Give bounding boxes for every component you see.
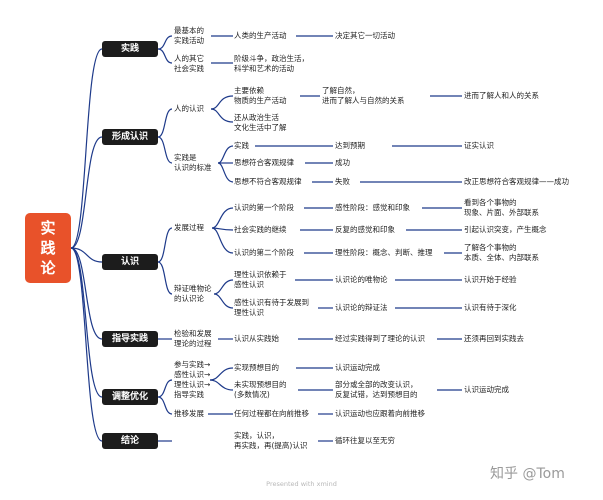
formation-also: 还从政治生活文化生活中了解 [234, 113, 287, 132]
adjust-any: 任何过程都在向前推移 [234, 409, 309, 418]
formation-reach: 达到预期 [335, 141, 365, 150]
cognition-social: 社会实践的继续 [234, 225, 287, 234]
section-guide[interactable]: 指导实践 [102, 331, 158, 347]
practice-other-label: 人的其它社会实践 [174, 54, 204, 73]
cognition-dialectics: 认识论的辩证法 [335, 303, 388, 312]
cognition-rational-know: 了解各个事物的本质、全体、内部联系 [464, 243, 539, 262]
cognition-rational: 理性阶段：概念、判断、推理 [335, 248, 433, 257]
cognition-materialism: 认识论的唯物论 [335, 275, 388, 284]
cognition-to-be-dev: 感性认识有待于发展到理性认识 [234, 298, 309, 317]
cognition-stage1: 认识的第一个阶段 [234, 203, 294, 212]
adjust-complete: 认识运动完成 [335, 363, 380, 372]
watermark: 知乎 @Tom [490, 466, 565, 482]
formation-practice: 实践 [234, 141, 249, 150]
section-formation[interactable]: 形成认识 [102, 129, 158, 145]
adjust-forward: 认识运动也应跟着向前推移 [335, 409, 425, 418]
formation-verify: 证实认识 [464, 141, 494, 150]
formation-criterion: 实践是认识的标准 [174, 153, 212, 172]
cognition-process: 发展过程 [174, 223, 204, 232]
adjust-complete2: 认识运动完成 [464, 385, 509, 394]
cognition-sense-see: 看到各个事物的现象、片面、外部联系 [464, 198, 539, 217]
cognition-dialectic: 辩证唯物论的认识论 [174, 284, 212, 303]
formation-success: 成功 [335, 158, 350, 167]
practice-basic-item: 人类的生产活动 [234, 31, 287, 40]
adjust-not-achieve: 未实现预想目的(多数情况) [234, 380, 287, 399]
formation-main-result2: 进而了解人和人的关系 [464, 91, 539, 100]
footer-credit: Presented with xmind [266, 480, 337, 488]
adjust-participants: 参与实践→感性认识→理性认识→指导实践 [174, 360, 211, 399]
conclusion-loop: 循环往复以至无穷 [335, 436, 395, 445]
section-practice[interactable]: 实践 [102, 41, 158, 57]
adjust-partial: 部分或全部的改变认识，反复试错，达到预想目的 [335, 380, 418, 399]
practice-basic-label: 最基本的实践活动 [174, 26, 204, 45]
adjust-promote: 推移发展 [174, 409, 204, 418]
cognition-leap: 引起认识突变，产生概念 [464, 225, 547, 234]
formation-main-rely: 主要依赖物质的生产活动 [234, 86, 287, 105]
conclusion-text: 实践，认识，再实践，再(提高)认识 [234, 431, 308, 450]
cognition-repeat: 反复的感觉和印象 [335, 225, 395, 234]
root-node[interactable]: 实践论 [25, 213, 71, 283]
cognition-rely-sense: 理性认识依赖于感性认识 [234, 270, 287, 289]
cognition-start: 认识开始于经验 [464, 275, 517, 284]
guide-test: 检验和发展理论的过程 [174, 329, 212, 348]
cognition-sense: 感性阶段：感觉和印象 [335, 203, 410, 212]
cognition-stage2: 认识的第二个阶段 [234, 248, 294, 257]
practice-other-item: 阶级斗争，政治生活，科学和艺术的活动 [234, 54, 309, 73]
section-adjust[interactable]: 调整优化 [102, 389, 158, 405]
guide-through: 经过实践得到了理论的认识 [335, 334, 425, 343]
guide-back: 还须再回到实践去 [464, 334, 524, 343]
formation-failure: 失败 [335, 177, 350, 186]
guide-from-cog: 认识从实践始 [234, 334, 279, 343]
adjust-achieve: 实现预想目的 [234, 363, 279, 372]
formation-thought-match: 思想符合客观规律 [234, 158, 294, 167]
formation-main-result: 了解自然，进而了解人与自然的关系 [322, 86, 405, 105]
formation-correct: 改正思想符合客观规律——成功 [464, 177, 569, 186]
section-cognition[interactable]: 认识 [102, 254, 158, 270]
formation-thought-nomatch: 思想不符合客观规律 [234, 177, 302, 186]
section-conclusion[interactable]: 结论 [102, 433, 158, 449]
formation-human-cog: 人的认识 [174, 104, 204, 113]
practice-basic-result: 决定其它一切活动 [335, 31, 395, 40]
root-label: 实践论 [40, 219, 56, 277]
cognition-deepen: 认识有待于深化 [464, 303, 517, 312]
